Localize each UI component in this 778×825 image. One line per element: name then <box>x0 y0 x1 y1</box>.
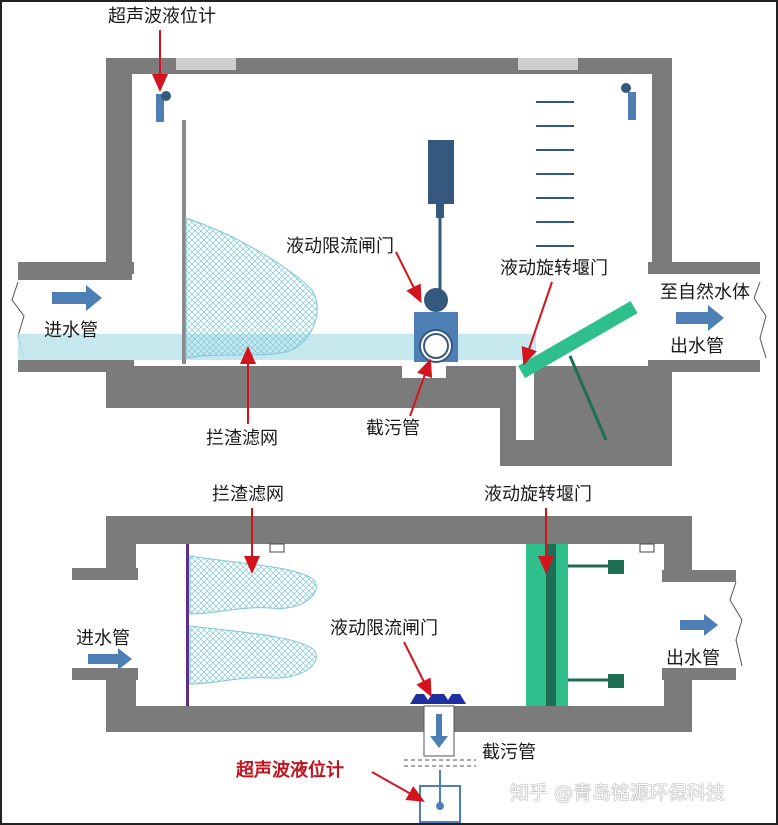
bottom-down-arrow <box>430 714 448 748</box>
top-label-flow-limit-gate: 液动限流闸门 <box>286 236 394 257</box>
top-label-ultrasonic-gauge: 超声波液位计 <box>108 6 216 27</box>
top-label-inlet-pipe: 进水管 <box>44 320 98 341</box>
top-label-sewage-pipe: 截污管 <box>366 418 420 439</box>
bottom-label-sewage-pipe: 截污管 <box>482 742 536 763</box>
top-rotating-weir-gate <box>518 301 638 441</box>
top-screen-bar <box>182 120 186 364</box>
bottom-label-rotating-weir-gate: 液动旋转堰门 <box>484 484 592 505</box>
bottom-label-flow-limit-gate: 液动限流闸门 <box>330 618 438 639</box>
top-section-view <box>11 30 767 466</box>
top-label-rotating-weir-gate: 液动旋转堰门 <box>500 258 608 279</box>
top-outlet-arrow <box>676 305 724 331</box>
bottom-label-inlet-pipe: 进水管 <box>76 628 130 649</box>
bottom-debris-net-lower <box>189 625 317 685</box>
top-debris-net <box>185 217 318 359</box>
top-label-outlet-pipe: 出水管 <box>670 336 724 357</box>
top-flow-limit-gate <box>414 140 458 363</box>
bottom-inlet-arrow <box>88 648 132 670</box>
top-ultrasonic-sensor-left <box>156 91 171 122</box>
bottom-screen-bar <box>186 544 189 706</box>
bottom-label-ultrasonic-gauge: 超声波液位计 <box>236 760 344 781</box>
bottom-label-outlet-pipe: 出水管 <box>666 648 720 669</box>
bottom-flow-limit-gate <box>410 694 466 704</box>
top-ultrasonic-sensor-right <box>621 83 636 120</box>
top-inlet-arrow <box>52 285 102 311</box>
top-level-scale <box>536 101 574 247</box>
bottom-label-debris-net: 拦渣滤网 <box>212 484 284 505</box>
top-label-debris-net: 拦渣滤网 <box>206 428 278 449</box>
watermark-text: 知乎 @青岛铭源环保科技 <box>510 782 726 804</box>
bottom-outlet-arrow <box>680 614 718 636</box>
top-label-outlet-destination: 至自然水体 <box>660 282 750 303</box>
bottom-plan-view <box>72 508 743 823</box>
